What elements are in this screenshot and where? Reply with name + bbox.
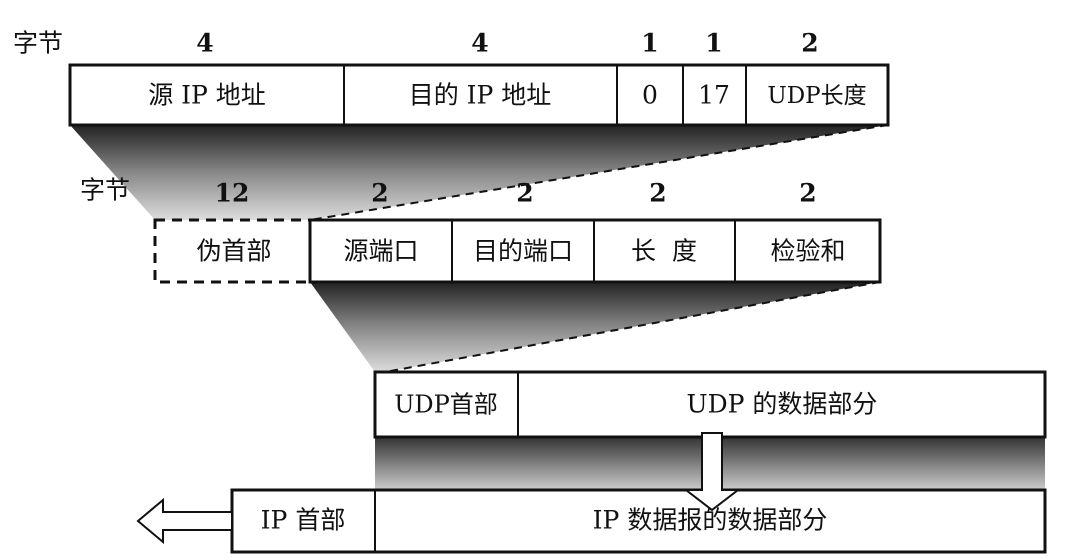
pseudo-header-box bbox=[68, 63, 890, 127]
unit-label: 字节 bbox=[13, 29, 63, 58]
field-udp-data: UDP 的数据部分 bbox=[687, 390, 878, 419]
field-pseudo-header: 伪首部 bbox=[196, 237, 271, 266]
field-length: 长 度 bbox=[631, 237, 697, 266]
field-checksum: 检验和 bbox=[770, 237, 845, 266]
expansion-shading-1 bbox=[70, 125, 888, 220]
byte-size: 4 bbox=[196, 29, 213, 58]
unit-label: 字节 bbox=[80, 176, 130, 205]
byte-size: 2 bbox=[649, 179, 666, 208]
byte-size: 2 bbox=[799, 179, 816, 208]
field-source-ip: 源 IP 地址 bbox=[148, 81, 266, 110]
field-udp-length: UDP长度 bbox=[767, 83, 866, 109]
udp-header-row: 字节 12 2 2 2 2 伪首部 源端口 目的端口 长 度 检验和 bbox=[80, 176, 882, 284]
down-arrow-icon bbox=[683, 432, 741, 512]
byte-size: 12 bbox=[215, 179, 250, 208]
byte-size: 2 bbox=[516, 179, 533, 208]
field-protocol: 17 bbox=[698, 81, 730, 110]
field-dest-ip: 目的 IP 地址 bbox=[409, 81, 552, 110]
pseudo-header-row: 字节 4 4 1 1 2 源 IP 地址 目的 IP 地址 0 17 UDP长度 bbox=[13, 29, 890, 127]
field-ip-header: IP 首部 bbox=[261, 506, 346, 535]
byte-size: 4 bbox=[471, 29, 488, 58]
field-source-port: 源端口 bbox=[343, 237, 418, 266]
field-ip-data: IP 数据报的数据部分 bbox=[593, 506, 828, 535]
byte-size: 1 bbox=[641, 29, 658, 58]
byte-size: 1 bbox=[705, 29, 722, 58]
field-dest-port: 目的端口 bbox=[473, 237, 573, 266]
pseudo-header-dashed-box bbox=[153, 218, 312, 284]
field-udp-header: UDP首部 bbox=[394, 391, 498, 419]
expansion-shading-2 bbox=[310, 282, 880, 372]
udp-datagram-row: UDP首部 UDP 的数据部分 bbox=[373, 370, 1047, 439]
udp-datagram-box bbox=[373, 370, 1047, 439]
ip-datagram-row: IP 首部 IP 数据报的数据部分 bbox=[230, 488, 1047, 554]
byte-size: 2 bbox=[801, 29, 818, 58]
field-zero: 0 bbox=[642, 81, 658, 110]
ip-datagram-box bbox=[230, 488, 1047, 554]
left-arrow-icon bbox=[136, 497, 233, 545]
byte-size: 2 bbox=[371, 179, 388, 208]
